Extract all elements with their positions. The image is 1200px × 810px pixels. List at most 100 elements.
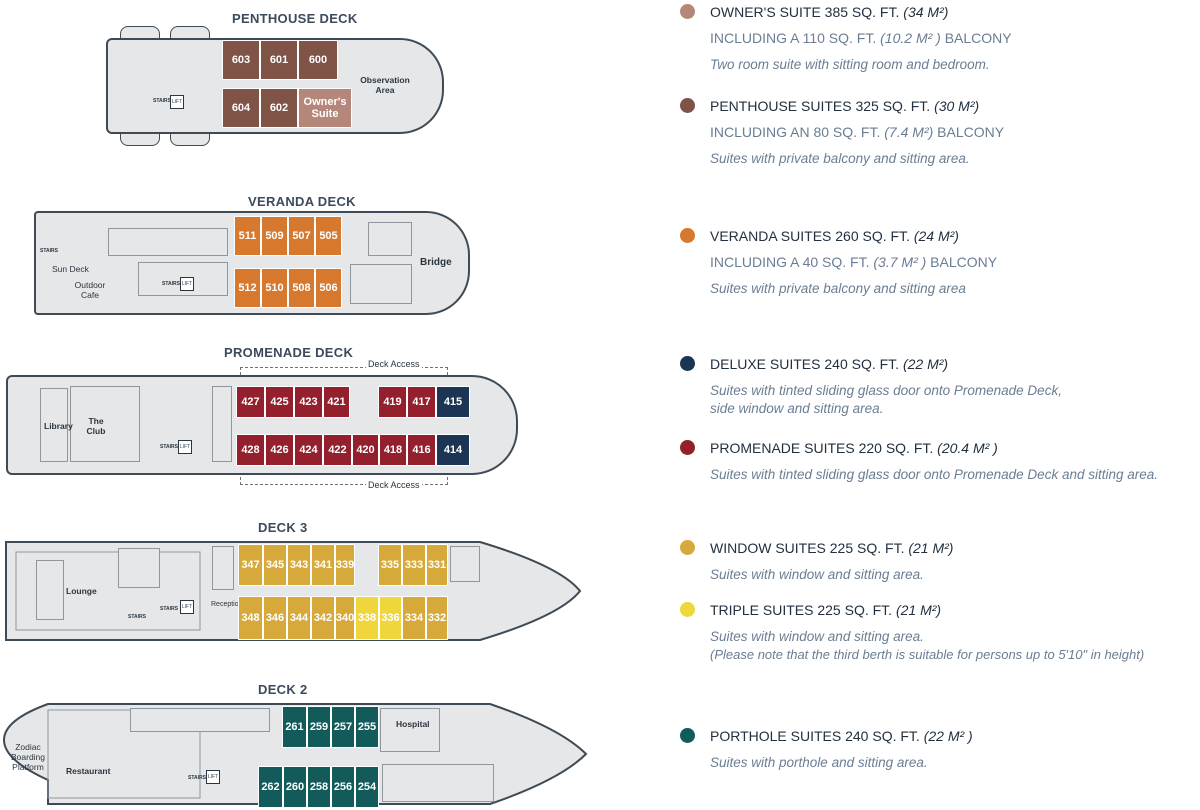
cabin-347[interactable]: 347 <box>238 544 263 586</box>
cabin-owners-suite[interactable]: Owner's Suite <box>298 88 352 128</box>
legend-description: Suites with window and sitting area. <box>710 629 924 644</box>
cabin-505[interactable]: 505 <box>315 216 342 256</box>
lift-icon: LIFT <box>180 600 194 614</box>
cabin-424[interactable]: 424 <box>294 434 323 466</box>
cabin-416[interactable]: 416 <box>407 434 436 466</box>
legend-description: Suites with window and sitting area. <box>710 567 924 582</box>
cabin-510[interactable]: 510 <box>261 268 288 308</box>
room-block <box>212 546 234 590</box>
legend-description: Suites with tinted sliding glass door on… <box>710 467 1159 482</box>
cabin-419[interactable]: 419 <box>378 386 407 418</box>
cabin-344[interactable]: 344 <box>287 596 311 640</box>
cabin-340[interactable]: 340 <box>335 596 355 640</box>
cabin-420[interactable]: 420 <box>352 434 379 466</box>
cabin-255[interactable]: 255 <box>355 706 379 748</box>
room-block <box>130 708 270 732</box>
promenade-swatch <box>680 440 695 455</box>
lounge-label: Lounge <box>66 586 97 596</box>
legend-title: OWNER'S SUITE 385 SQ. FT. (34 M²) <box>710 4 949 20</box>
cabin-260[interactable]: 260 <box>283 766 307 808</box>
cabin-341[interactable]: 341 <box>311 544 335 586</box>
cabin-600[interactable]: 600 <box>298 40 338 80</box>
cabin-427[interactable]: 427 <box>236 386 265 418</box>
lift-icon: LIFT <box>180 277 194 291</box>
cabin-256[interactable]: 256 <box>331 766 355 808</box>
cabin-601[interactable]: 601 <box>260 40 298 80</box>
cabin-333[interactable]: 333 <box>402 544 426 586</box>
legend-title: WINDOW SUITES 225 SQ. FT. (21 M²) <box>710 540 954 556</box>
cabin-511[interactable]: 511 <box>234 216 261 256</box>
cabin-262[interactable]: 262 <box>258 766 283 808</box>
legend-description: Suites with porthole and sitting area. <box>710 755 928 770</box>
legend-description: Two room suite with sitting room and bed… <box>710 57 990 72</box>
cabin-507[interactable]: 507 <box>288 216 315 256</box>
library-label: Library <box>44 421 73 431</box>
cabin-257[interactable]: 257 <box>331 706 355 748</box>
cabin-415[interactable]: 415 <box>436 386 470 418</box>
legend-description: Suites with private balcony and sitting … <box>710 151 970 166</box>
legend-title: DELUXE SUITES 240 SQ. FT. (22 M²) <box>710 356 949 372</box>
room-block <box>108 228 228 256</box>
restaurant-label: Restaurant <box>66 766 111 776</box>
cabin-339[interactable]: 339 <box>335 544 355 586</box>
zodiac-label: Zodiac Boarding Platform <box>10 742 46 772</box>
cabin-346[interactable]: 346 <box>263 596 287 640</box>
lift-icon: LIFT <box>206 770 220 784</box>
cabin-254[interactable]: 254 <box>355 766 379 808</box>
room-block <box>368 222 412 256</box>
stairs-label: STAIRS <box>160 444 178 450</box>
stairs-label: STAIRS <box>40 248 58 254</box>
cabin-331[interactable]: 331 <box>426 544 448 586</box>
cabin-428[interactable]: 428 <box>236 434 265 466</box>
cabin-259[interactable]: 259 <box>307 706 331 748</box>
room-block <box>36 560 64 620</box>
club-room <box>70 386 140 462</box>
legend-description-2: side window and sitting area. <box>710 401 884 416</box>
penthouse-swatch <box>680 98 695 113</box>
hospital-room <box>380 708 440 752</box>
cabin-342[interactable]: 342 <box>311 596 335 640</box>
lift-icon: LIFT <box>170 95 184 109</box>
cabin-258[interactable]: 258 <box>307 766 331 808</box>
cabin-423[interactable]: 423 <box>294 386 323 418</box>
stairs-label: STAIRS <box>153 98 171 104</box>
outdoor-cafe-label: Outdoor Cafe <box>74 280 106 300</box>
deck-access-bottom-label: Deck Access <box>366 480 422 490</box>
cabin-343[interactable]: 343 <box>287 544 311 586</box>
lift-icon: LIFT <box>178 440 192 454</box>
legend-description-2: (Please note that the third berth is sui… <box>710 647 1145 662</box>
cabin-417[interactable]: 417 <box>407 386 436 418</box>
cabin-604[interactable]: 604 <box>222 88 260 128</box>
cabin-512[interactable]: 512 <box>234 268 261 308</box>
legend-subtitle: INCLUDING AN 80 SQ. FT. (7.4 M²) BALCONY <box>710 124 1005 140</box>
sun-deck-label: Sun Deck <box>52 264 89 274</box>
cabin-421[interactable]: 421 <box>323 386 350 418</box>
deck-title-penthouse: PENTHOUSE DECK <box>232 11 358 26</box>
cabin-422[interactable]: 422 <box>323 434 352 466</box>
owners-swatch <box>680 4 695 19</box>
cabin-338[interactable]: 338 <box>355 596 379 640</box>
cabin-261[interactable]: 261 <box>282 706 307 748</box>
cabin-603[interactable]: 603 <box>222 40 260 80</box>
room-block <box>212 386 232 462</box>
triple-swatch <box>680 602 695 617</box>
legend-title: VERANDA SUITES 260 SQ. FT. (24 M²) <box>710 228 959 244</box>
cabin-508[interactable]: 508 <box>288 268 315 308</box>
cabin-345[interactable]: 345 <box>263 544 287 586</box>
cabin-348[interactable]: 348 <box>238 596 263 640</box>
cabin-426[interactable]: 426 <box>265 434 294 466</box>
stairs-label: STAIRS <box>128 614 146 620</box>
cabin-332[interactable]: 332 <box>426 596 448 640</box>
legend-description: Suites with tinted sliding glass door on… <box>710 383 1062 398</box>
cabin-334[interactable]: 334 <box>402 596 426 640</box>
cabin-418[interactable]: 418 <box>379 434 407 466</box>
legend-subtitle: INCLUDING A 40 SQ. FT. (3.7 M² ) BALCONY <box>710 254 998 270</box>
cabin-602[interactable]: 602 <box>260 88 298 128</box>
cabin-509[interactable]: 509 <box>261 216 288 256</box>
cabin-506[interactable]: 506 <box>315 268 342 308</box>
cabin-414[interactable]: 414 <box>436 434 470 466</box>
cabin-335[interactable]: 335 <box>378 544 402 586</box>
legend-title: PENTHOUSE SUITES 325 SQ. FT. (30 M²) <box>710 98 980 114</box>
cabin-336[interactable]: 336 <box>379 596 402 640</box>
cabin-425[interactable]: 425 <box>265 386 294 418</box>
